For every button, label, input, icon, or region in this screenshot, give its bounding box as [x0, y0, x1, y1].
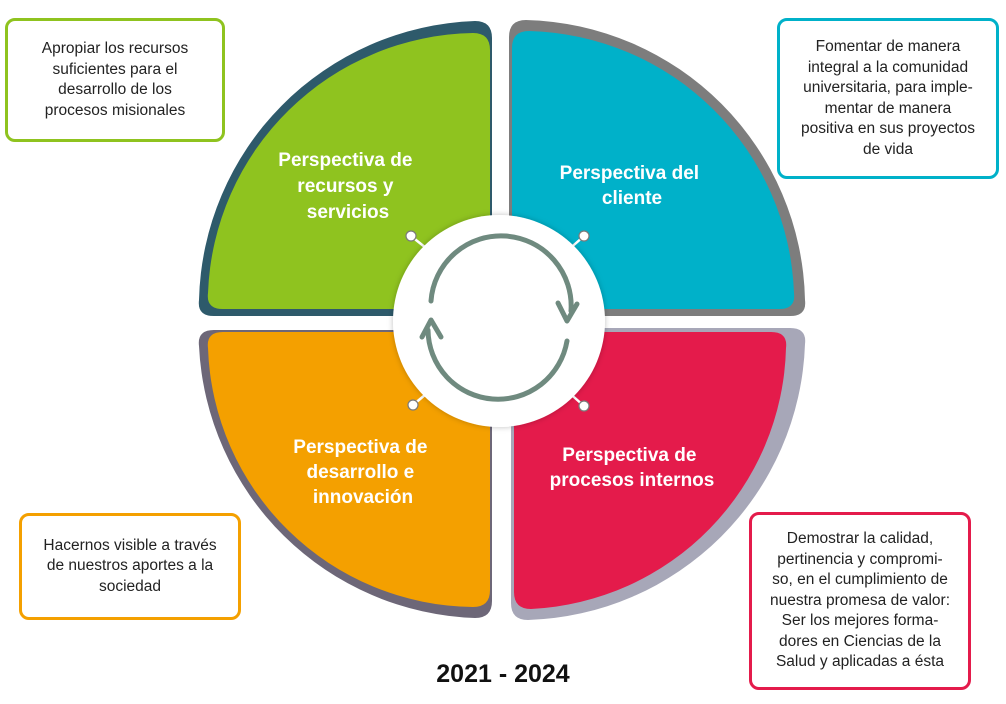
quadrant-label-internal: Perspectiva de procesos internos	[550, 445, 715, 491]
center-circle	[393, 215, 605, 427]
quadrant-label-development: Perspectiva de desarrollo e innovación	[293, 437, 432, 508]
quadrant-label-resources: Perspectiva de recursos y servicios	[278, 150, 417, 223]
note-resources: Apropiar los recursos suficientes para e…	[5, 18, 225, 142]
note-internal: Demostrar la calidad, pertinencia y comp…	[749, 512, 971, 690]
quadrant-label-client: Perspectiva del cliente	[560, 163, 705, 209]
cycle-arrows-icon	[419, 233, 580, 402]
note-development: Hacernos visible a través de nuestros ap…	[19, 513, 241, 620]
quadrant-resources	[207, 33, 490, 309]
years-range: 2021 - 2024	[436, 660, 570, 688]
connector-lines	[405, 230, 590, 412]
note-client: Fomentar de manera integral a la comunid…	[777, 18, 999, 179]
